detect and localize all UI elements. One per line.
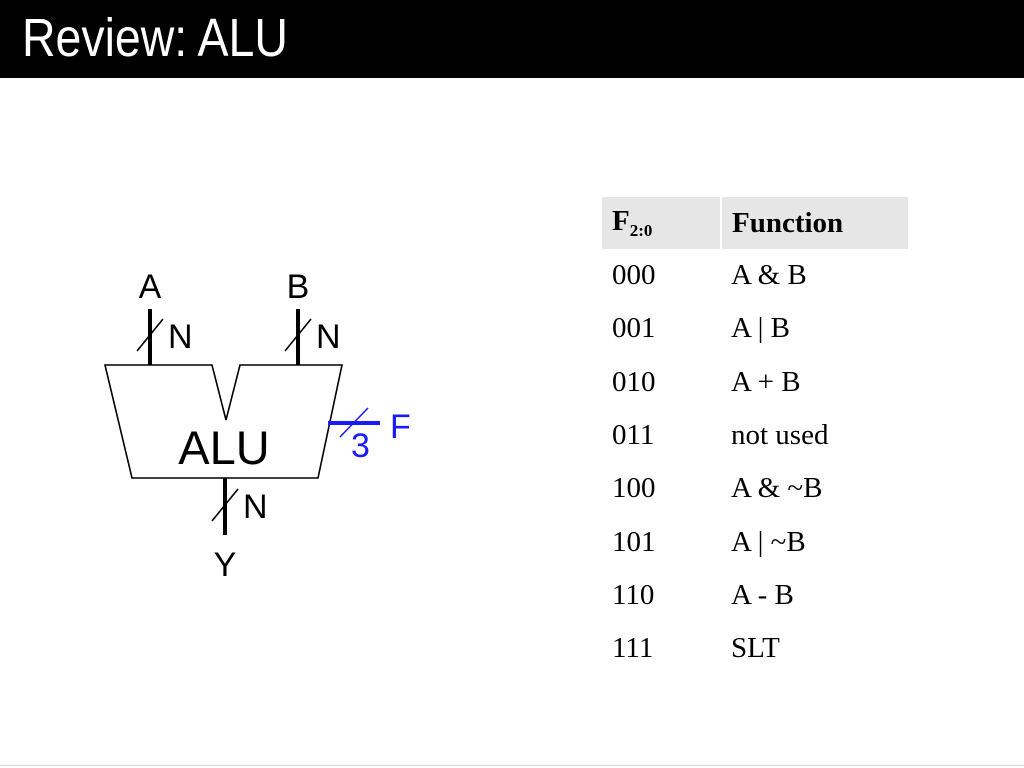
table-row: 110 A - B bbox=[602, 569, 908, 622]
output-y-width-slash bbox=[211, 488, 239, 522]
input-b-label: B bbox=[287, 268, 310, 306]
title-bar: Review: ALU bbox=[0, 0, 1024, 78]
input-a-width-label: N bbox=[168, 318, 193, 356]
header-function: Function bbox=[720, 197, 908, 249]
table-row: 000 A & B bbox=[602, 249, 908, 302]
f-code-cell: 000 bbox=[612, 259, 656, 292]
table-row: 010 A + B bbox=[602, 356, 908, 409]
function-cell: A & ~B bbox=[731, 472, 823, 505]
table-row: 011 not used bbox=[602, 409, 908, 462]
table-row: 101 A | ~B bbox=[602, 515, 908, 568]
f-code-cell: 010 bbox=[612, 365, 656, 398]
table-row: 111 SLT bbox=[602, 622, 908, 675]
input-a-width-slash bbox=[136, 318, 164, 352]
f-code-cell: 100 bbox=[612, 472, 656, 505]
table-row: 001 A | B bbox=[602, 302, 908, 355]
f-code-cell: 111 bbox=[612, 632, 654, 665]
function-cell: not used bbox=[731, 419, 829, 452]
f-code-cell: 011 bbox=[612, 419, 655, 452]
table-row: 100 A & ~B bbox=[602, 462, 908, 515]
control-f-width-slash bbox=[339, 407, 369, 438]
function-cell: SLT bbox=[731, 632, 780, 665]
f-code-cell: 001 bbox=[612, 312, 656, 345]
f-code-cell: 110 bbox=[612, 578, 655, 611]
table-header-row: F2:0 Function bbox=[602, 197, 908, 249]
bottom-divider bbox=[0, 765, 1024, 766]
control-f-width-label: 3 bbox=[351, 427, 370, 465]
f-code-cell: 101 bbox=[612, 525, 656, 558]
alu-function-table: F2:0 Function 000 A & B 001 A | B 010 A … bbox=[602, 197, 908, 675]
input-b-width-slash bbox=[284, 318, 312, 352]
header-f-main: F bbox=[612, 205, 630, 237]
input-a-label: A bbox=[139, 268, 162, 306]
slide-title: Review: ALU bbox=[22, 8, 288, 68]
function-cell: A + B bbox=[731, 365, 801, 398]
function-cell: A | ~B bbox=[731, 525, 806, 558]
alu-label: ALU bbox=[178, 421, 269, 474]
header-f-select: F2:0 bbox=[602, 197, 721, 249]
function-cell: A | B bbox=[731, 312, 790, 345]
output-y-label: Y bbox=[214, 546, 237, 584]
alu-body bbox=[103, 364, 343, 479]
control-f-label: F bbox=[390, 408, 411, 446]
output-y-width-label: N bbox=[243, 488, 268, 526]
input-b-width-label: N bbox=[316, 318, 341, 356]
header-f-subscript: 2:0 bbox=[629, 221, 653, 240]
function-cell: A & B bbox=[731, 259, 807, 292]
function-cell: A - B bbox=[731, 578, 794, 611]
